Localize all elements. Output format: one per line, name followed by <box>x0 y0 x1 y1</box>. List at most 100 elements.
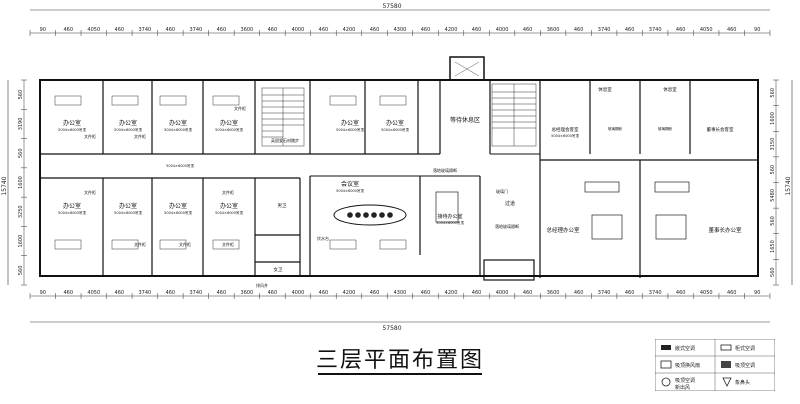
dimension-label: 560 <box>770 88 776 98</box>
office-ceiling-label: 5004×6000吊顶 <box>164 128 192 132</box>
desk <box>379 239 407 250</box>
desk <box>159 95 187 106</box>
dimension-label: 4000 <box>496 290 509 296</box>
reception-label: 接待办公室 <box>437 213 462 220</box>
dimension-label: 4000 <box>292 290 305 296</box>
dimension-label: 460 <box>319 290 329 296</box>
dimension-label: 4300 <box>394 27 407 33</box>
dimension-label: 3600 <box>241 27 254 33</box>
glass-partition-label: 玻璃隔断 <box>608 126 622 131</box>
gm-office-label: 总经理办公室 <box>546 226 580 234</box>
office-ceiling-label: 5004×6000吊顶 <box>114 211 142 215</box>
waiting-area-label: 等待休息区 <box>450 116 480 124</box>
meeting-ceiling-label: 5004×6000吊顶 <box>336 189 364 193</box>
dimension-label: 560 <box>770 267 776 277</box>
dimension-label: 90 <box>40 290 46 296</box>
vent-icon <box>660 360 672 369</box>
spotlight-icon <box>722 377 732 387</box>
dimension-label: 3600 <box>547 290 560 296</box>
guest-room-label: 总经理会客室 <box>552 126 579 133</box>
ceiling-note: 5004×6000吊顶 <box>551 134 579 138</box>
elevator-core <box>449 56 485 81</box>
dimension-label: 460 <box>166 27 176 33</box>
dimension-label: 4200 <box>343 27 356 33</box>
legend-label: 吸顶空调 <box>735 363 756 369</box>
dimension-label: 460 <box>574 27 584 33</box>
dimension-label: 4000 <box>496 27 509 33</box>
office-ceiling-label: 5004×6000吊顶 <box>114 128 142 132</box>
dimension-label: 3740 <box>598 290 611 296</box>
office-label: 办公室 <box>220 202 238 210</box>
office-label: 办公室 <box>169 202 187 210</box>
passage-label: 过道 <box>505 200 515 207</box>
dimension-label: 3740 <box>649 290 662 296</box>
dimension-label: 460 <box>472 290 482 296</box>
dimension-label: 5480 <box>770 189 776 202</box>
file-cabinet-label: 文件柜 <box>222 241 234 247</box>
glass-partition-label: 玻璃隔断 <box>658 126 672 131</box>
file-cabinet-label: 文件柜 <box>134 241 146 247</box>
dimension-label: 1600 <box>770 112 776 125</box>
dimension-label: 460 <box>676 27 686 33</box>
office-label: 办公室 <box>169 119 187 127</box>
office-label: 办公室 <box>119 119 137 127</box>
desk <box>111 239 139 250</box>
dimension-label: 1650 <box>770 240 776 253</box>
office-ceiling-label: 5004×6000吊顶 <box>164 211 192 215</box>
legend-label: 吸顶空调 新出风 <box>675 378 696 391</box>
dimension-label: 460 <box>727 290 737 296</box>
toilet-male-label: 男卫 <box>278 203 287 209</box>
office-label: 办公室 <box>119 202 137 210</box>
stair-right <box>491 83 537 147</box>
overall-dimension-top: 57580 <box>382 3 401 10</box>
dimension-label: 460 <box>115 27 125 33</box>
dimension-label: 90 <box>754 290 760 296</box>
dimension-label: 4300 <box>394 290 407 296</box>
office-label: 办公室 <box>63 119 81 127</box>
dimension-label: 460 <box>217 27 227 33</box>
exhaust-icon <box>661 377 671 387</box>
meeting-room-label: 会议室 <box>341 180 359 188</box>
office-ceiling-label: 5004×6000吊顶 <box>336 128 364 132</box>
dimension-label: 460 <box>523 27 533 33</box>
stair-left <box>261 87 305 147</box>
office-desks <box>54 95 407 250</box>
desk <box>212 95 240 106</box>
dimension-label: 4200 <box>343 290 356 296</box>
dimension-label: 460 <box>64 27 74 33</box>
glass-door-label: 玻璃门 <box>496 188 508 194</box>
file-cabinet-label: 文件柜 <box>84 133 96 139</box>
rest-room-label: 休息室 <box>663 86 677 93</box>
dimension-label: 3190 <box>18 118 24 131</box>
dimension-label: 4200 <box>445 27 458 33</box>
dimension-label: 460 <box>421 290 431 296</box>
legend-frame <box>654 338 776 392</box>
office-ceiling-label: 5004×6000吊顶 <box>215 211 243 215</box>
dimension-label: 460 <box>64 290 74 296</box>
rest-room-label: 休息室 <box>598 86 612 93</box>
desk <box>212 239 240 250</box>
file-cabinet-label: 文件柜 <box>84 189 96 195</box>
side-dimension-left: 15740 <box>1 176 8 195</box>
desk <box>111 95 139 106</box>
wall-partitions <box>102 80 758 278</box>
dimension-label: 460 <box>574 290 584 296</box>
dimension-label: 1600 <box>18 235 24 248</box>
dimension-label: 4050 <box>700 27 713 33</box>
office-label: 办公室 <box>220 119 238 127</box>
ceiling-ac-icon <box>661 345 671 350</box>
dimension-label: 460 <box>676 290 686 296</box>
office-ceiling-label: 5004×6000吊顶 <box>381 128 409 132</box>
dimension-label: 460 <box>727 27 737 33</box>
dimension-label: 460 <box>115 290 125 296</box>
dimension-label: 460 <box>166 290 176 296</box>
side-dimension-right: 15740 <box>785 176 792 195</box>
dimension-label: 1600 <box>18 176 24 189</box>
dimension-label: 560 <box>18 148 24 158</box>
dimension-label: 560 <box>18 266 24 276</box>
